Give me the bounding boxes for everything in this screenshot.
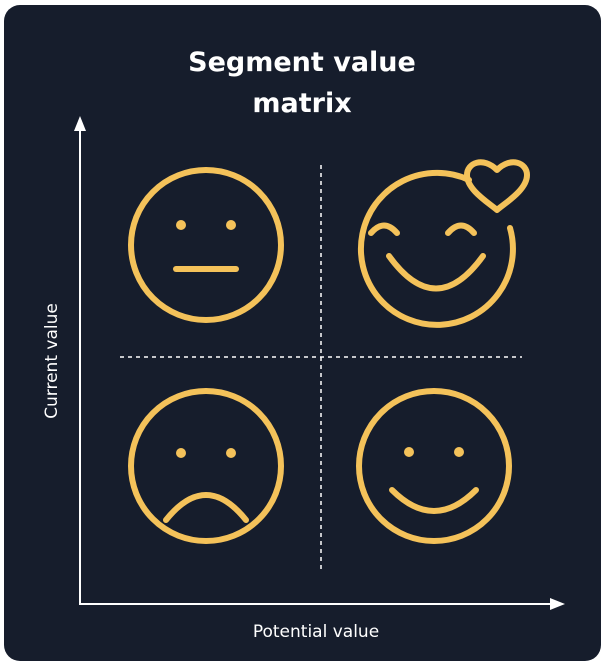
quadrant-dividers [120, 165, 522, 570]
matrix-card [4, 5, 601, 661]
sad-face-icon [128, 388, 284, 544]
title-line-1: Segment value [188, 47, 416, 78]
x-axis-label: Potential value [252, 622, 380, 642]
neutral-face-icon [128, 167, 284, 323]
axes [74, 116, 565, 610]
heart-icon [464, 159, 530, 213]
page-title: Segment value matrix [0, 42, 604, 124]
title-line-2: matrix [252, 88, 352, 119]
x-axis-arrow-icon [550, 598, 565, 610]
y-axis-arrow-icon [74, 116, 86, 131]
smiling-face-with-heart-icon [357, 159, 530, 328]
y-axis-label: Current value [42, 303, 62, 419]
happy-face-icon [356, 388, 512, 544]
